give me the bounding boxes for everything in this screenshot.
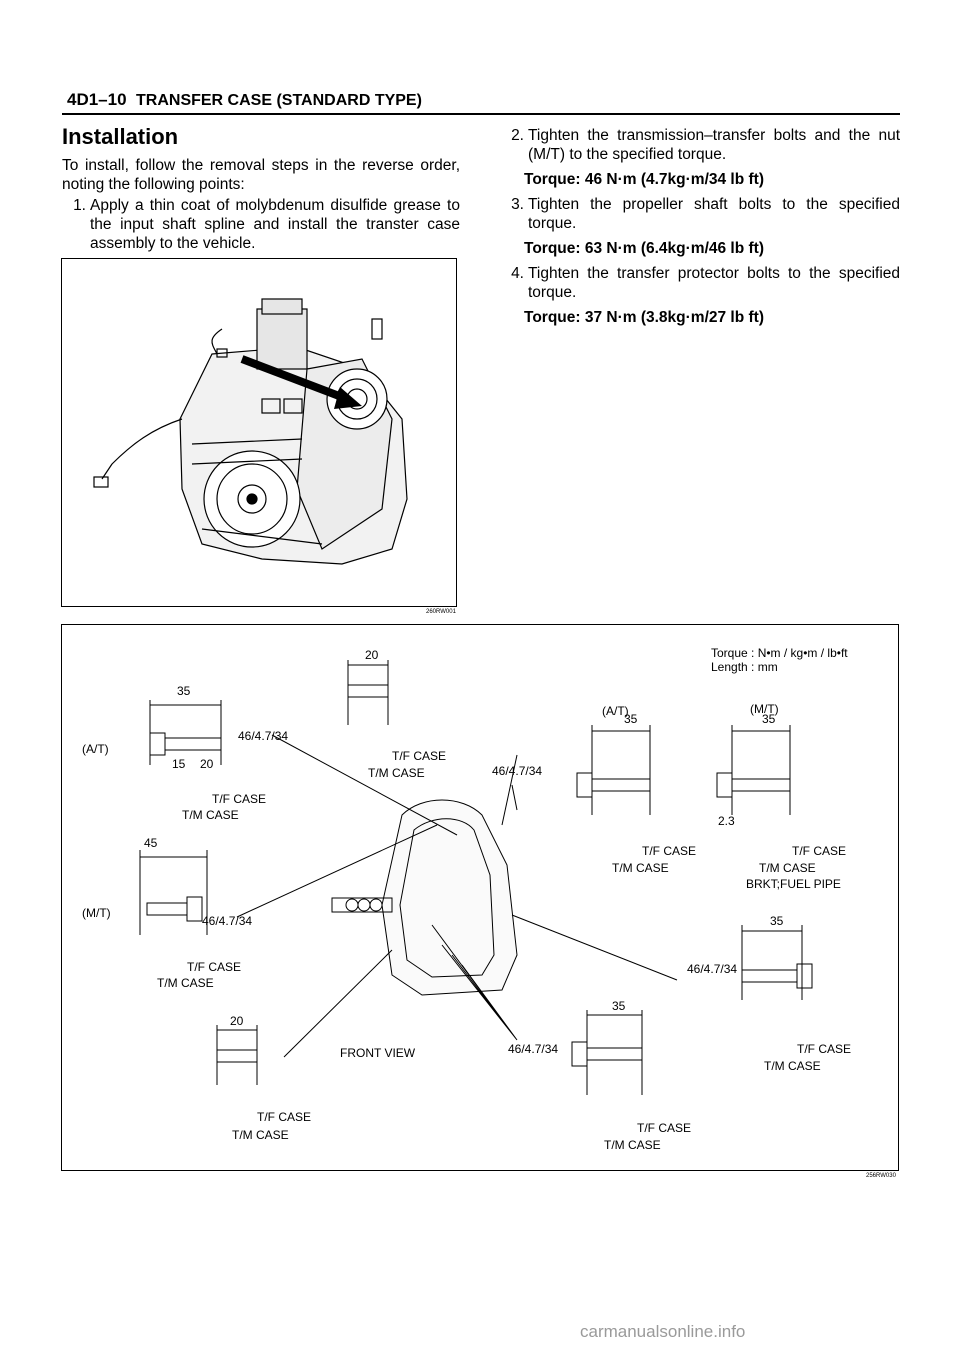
- step-number: 2.: [511, 127, 524, 144]
- dim-35: 35: [762, 712, 776, 726]
- dim-20: 20: [230, 1014, 244, 1028]
- brkt-label: BRKT;FUEL PIPE: [746, 877, 841, 891]
- step-1: 1. Apply a thin coat of molybdenum disul…: [62, 196, 460, 253]
- page-code: 4D1–10: [67, 90, 127, 109]
- tm-case-label: T/M CASE: [182, 808, 239, 822]
- dim-35: 35: [612, 999, 626, 1013]
- step-number: 4.: [511, 265, 524, 282]
- tf-case-label: T/F CASE: [792, 844, 846, 858]
- torque-label: 46/4.7/34: [202, 914, 252, 928]
- tm-case-label: T/M CASE: [604, 1138, 661, 1152]
- right-column: 2. Tighten the transmission–transfer bol…: [500, 126, 900, 327]
- figure-code: 256RW030: [866, 1173, 896, 1179]
- header-rule: [62, 113, 900, 115]
- bolt-torque-diagram: Torque : N•m / kg•m / lb•ft Length : mm …: [61, 624, 899, 1171]
- tf-case-label: T/F CASE: [642, 844, 696, 858]
- legend-torque: Torque : N•m / kg•m / lb•ft: [711, 646, 848, 660]
- step-text: Tighten the propeller shaft bolts to the…: [528, 196, 900, 232]
- torque-label: 46/4.7/34: [238, 729, 288, 743]
- bolt-diagram-drawing: Torque : N•m / kg•m / lb•ft Length : mm …: [82, 646, 851, 1152]
- tm-case-label: T/M CASE: [759, 861, 816, 875]
- watermark: carmanualsonline.info: [580, 1322, 746, 1341]
- tm-case-label: T/M CASE: [764, 1059, 821, 1073]
- step-3: 3. Tighten the propeller shaft bolts to …: [500, 195, 900, 233]
- dim-20: 20: [365, 648, 379, 662]
- tm-case-label: T/M CASE: [612, 861, 669, 875]
- dim-23: 2.3: [718, 814, 735, 828]
- intro-text: To install, follow the removal steps in …: [62, 157, 460, 193]
- dim-45: 45: [144, 836, 158, 850]
- tf-case-label: T/F CASE: [637, 1121, 691, 1135]
- step-number: 3.: [511, 196, 524, 213]
- page-title: TRANSFER CASE (STANDARD TYPE): [136, 92, 422, 109]
- section-heading: Installation: [62, 124, 179, 149]
- tf-case-label: T/F CASE: [187, 960, 241, 974]
- tf-case-label: T/F CASE: [212, 792, 266, 806]
- tm-case-label: T/M CASE: [232, 1128, 289, 1142]
- tf-case-label: T/F CASE: [257, 1110, 311, 1124]
- torque-label: 46/4.7/34: [492, 764, 542, 778]
- dim-35: 35: [770, 914, 784, 928]
- step-4: 4. Tighten the transfer protector bolts …: [500, 264, 900, 302]
- transfer-case-drawing: [93, 298, 408, 565]
- at-label: (A/T): [602, 704, 629, 718]
- step-number: 1.: [73, 197, 86, 214]
- at-label: (A/T): [82, 742, 109, 756]
- figure-code: 260RW001: [426, 609, 456, 615]
- mt-label: (M/T): [82, 906, 111, 920]
- transfer-case-illustration: [61, 258, 457, 607]
- front-view-label: FRONT VIEW: [340, 1046, 416, 1060]
- tf-case-label: T/F CASE: [797, 1042, 851, 1056]
- step-text: Tighten the transmission–transfer bolts …: [528, 127, 900, 163]
- torque-spec: Torque: 63 N·m (6.4kg·m/46 lb ft): [524, 240, 764, 257]
- dim-20: 20: [200, 757, 214, 771]
- mt-label: (M/T): [750, 702, 779, 716]
- tm-case-label: T/M CASE: [157, 976, 214, 990]
- step-text: Tighten the transfer protector bolts to …: [528, 265, 900, 301]
- torque-spec: Torque: 37 N·m (3.8kg·m/27 lb ft): [524, 309, 764, 326]
- legend-length: Length : mm: [711, 660, 778, 674]
- dim-35: 35: [624, 712, 638, 726]
- torque-spec: Torque: 46 N·m (4.7kg·m/34 lb ft): [524, 171, 764, 188]
- step-text: Apply a thin coat of molybdenum disulfid…: [90, 197, 460, 252]
- dim-15: 15: [172, 757, 186, 771]
- tm-case-label: T/M CASE: [368, 766, 425, 780]
- torque-label: 46/4.7/34: [508, 1042, 558, 1056]
- tf-case-label: T/F CASE: [392, 749, 446, 763]
- torque-label: 46/4.7/34: [687, 962, 737, 976]
- step-2: 2. Tighten the transmission–transfer bol…: [500, 126, 900, 164]
- left-column: To install, follow the removal steps in …: [62, 156, 460, 253]
- dim-35: 35: [177, 684, 191, 698]
